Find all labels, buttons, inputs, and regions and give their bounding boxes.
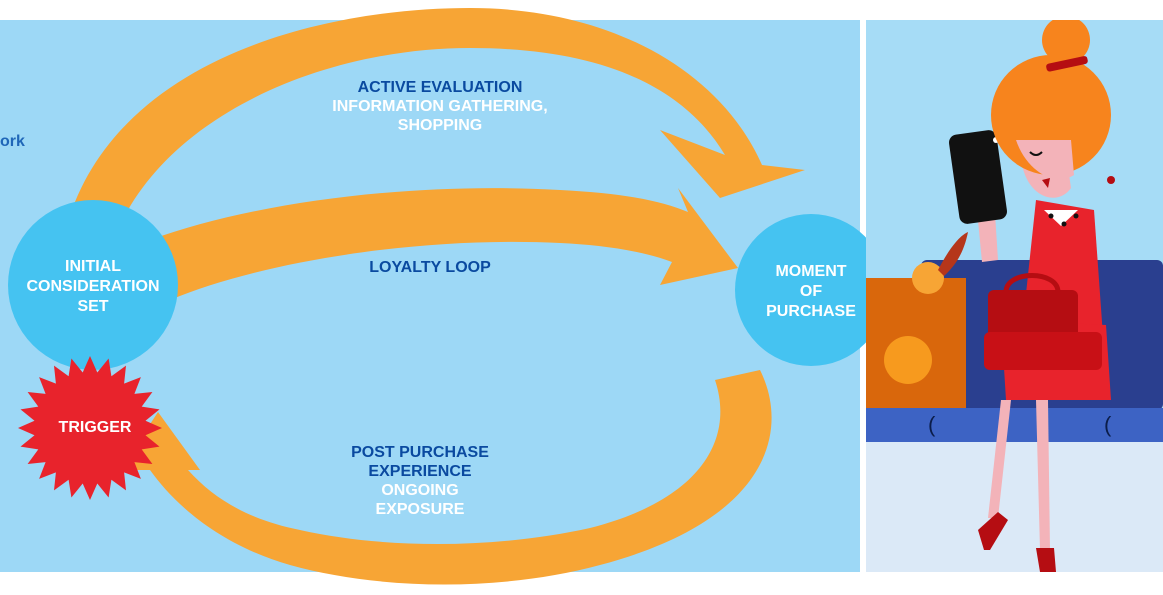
shopper-illustration: ( ( [866, 20, 1163, 572]
leaf-icon [938, 232, 968, 276]
active-evaluation-arrow [65, 8, 805, 232]
floor-shape [866, 440, 1163, 572]
loyalty-loop-label: LOYALTY LOOP [369, 259, 491, 276]
lips [1042, 178, 1050, 188]
fruit-icon [912, 262, 944, 294]
handbag-handle [1003, 273, 1061, 293]
active-evaluation-sub1: INFORMATION GATHERING, [332, 98, 548, 115]
active-evaluation-title: ACTIVE EVALUATION [357, 79, 523, 96]
initial-consideration-label: INITIAL CONSIDERATION SET [8, 257, 178, 317]
collar-dot [1048, 213, 1054, 219]
moment-line-2: OF [799, 283, 823, 300]
post-purchase-label: POST PURCHASE EXPERIENCE ONGOING EXPOSUR… [320, 443, 520, 519]
initial-line-1: INITIAL [65, 258, 121, 275]
loyalty-loop-arrow [150, 188, 738, 300]
eye [1029, 151, 1043, 156]
collar-dot [1061, 221, 1067, 227]
shoe-left [978, 512, 1008, 550]
post-purchase-sub2: EXPOSURE [375, 501, 465, 518]
moment-of-purchase-node [735, 214, 887, 366]
initial-consideration-node [8, 200, 178, 370]
leg-left [988, 400, 1011, 518]
collar-dot [1073, 213, 1079, 219]
face-front [1016, 140, 1074, 180]
leg-right [1036, 400, 1050, 550]
post-purchase-title-2: EXPERIENCE [368, 463, 472, 480]
post-purchase-arrow [120, 370, 772, 585]
moment-line-3: PURCHASE [766, 303, 856, 320]
bag-circle [884, 336, 932, 384]
bench-mark-right: ( [1104, 412, 1112, 437]
moment-line-1: MOMENT [775, 263, 847, 280]
moment-of-purchase-label: MOMENT OF PURCHASE [740, 262, 882, 322]
phone [949, 130, 1007, 224]
cropped-text: ork [0, 133, 25, 150]
shopper-illustration-panel: ( ( [866, 20, 1163, 572]
initial-line-3: SET [77, 298, 109, 315]
active-evaluation-sub2: SHOPPING [397, 117, 483, 134]
initial-line-2: CONSIDERATION [26, 278, 160, 295]
clutch [984, 332, 1102, 370]
active-evaluation-label: ACTIVE EVALUATION INFORMATION GATHERING,… [290, 78, 590, 135]
hair-bun [1042, 20, 1090, 64]
bench-seat [866, 408, 1163, 442]
trigger-label: TRIGGER [58, 419, 132, 436]
post-purchase-title-1: POST PURCHASE [351, 444, 489, 461]
shoe-right [1036, 548, 1056, 572]
earring [1107, 176, 1115, 184]
bench-mark-left: ( [928, 412, 936, 437]
post-purchase-sub1: ONGOING [381, 482, 459, 499]
trigger-starburst [18, 356, 162, 500]
hair-band [1046, 56, 1088, 72]
handbag [988, 290, 1078, 340]
